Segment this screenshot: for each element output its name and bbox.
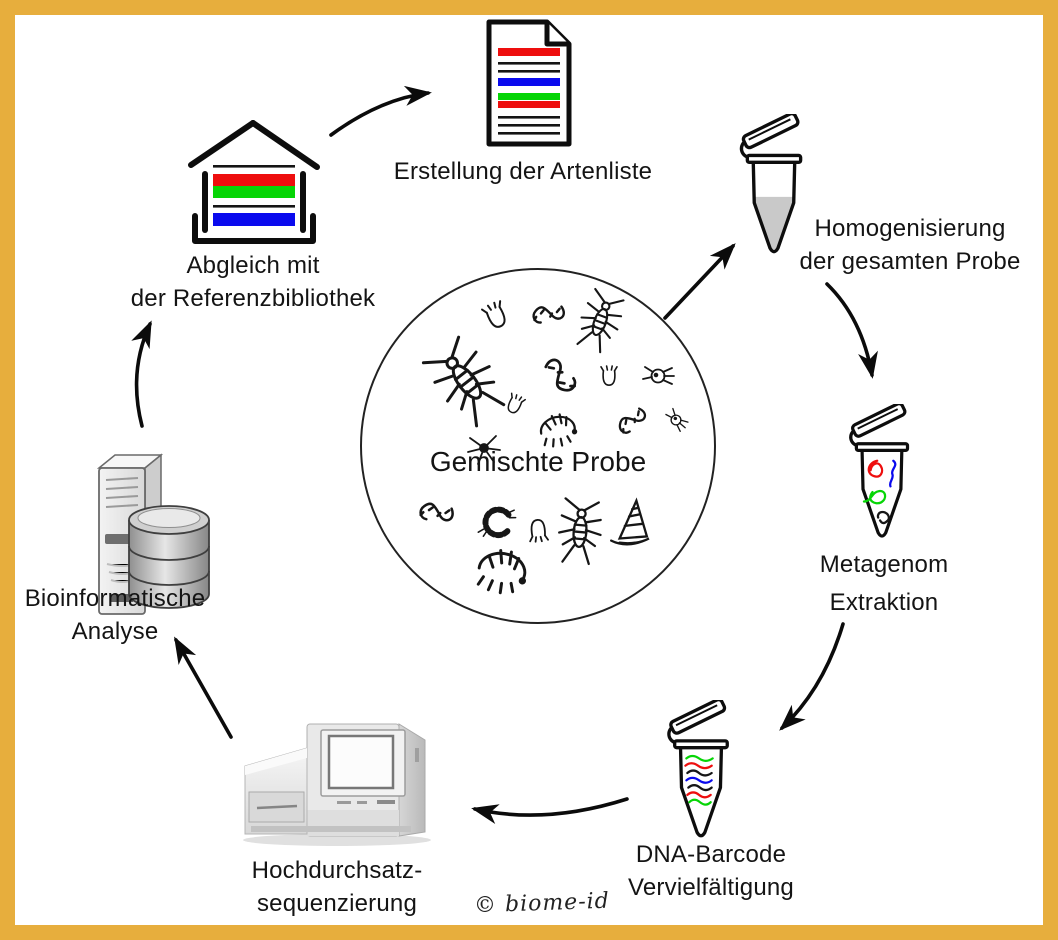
label-line: Hochdurchsatz-	[251, 857, 423, 884]
label-species-list: Erstellung der Artenliste	[392, 155, 654, 188]
dna-strand-squiggles	[862, 459, 897, 525]
label-line: Vervielfältigung	[628, 874, 794, 901]
label-line: Homogenisierung	[814, 215, 1006, 242]
dna-extract-tube-icon	[849, 404, 910, 538]
arrow-sequencing-to-bioinformatics	[174, 636, 233, 739]
label-line: der Referenzbibliothek	[130, 285, 376, 312]
arrow-homogenization-to-extraction	[825, 282, 878, 379]
label-metagenome-extraction: Metagenom Extraktion	[789, 548, 979, 619]
label-line: Extraktion	[829, 589, 939, 616]
sequencer-machine-icon	[243, 723, 431, 846]
label-line: Erstellung der Artenliste	[393, 158, 653, 185]
label-line: Analyse	[71, 618, 159, 645]
arrow-amplification-to-sequencing	[471, 797, 629, 824]
label-bioinformatic-analysis: Bioinformatische Analyse	[0, 582, 230, 648]
label-line: Abgleich mit	[186, 252, 320, 279]
sequencer-screen	[327, 734, 395, 790]
arrow-extraction-to-amplification	[779, 622, 845, 731]
document-barcode-lines	[498, 48, 560, 135]
label-line: DNA-Barcode	[635, 841, 787, 868]
label-line: der gesamten Probe	[799, 248, 1021, 275]
label-line: Bioinformatische	[24, 585, 206, 612]
organism-sketches	[418, 286, 691, 598]
reference-barcode-bars	[213, 165, 295, 226]
library-house-icon	[188, 120, 320, 244]
label-line: sequenzierung	[256, 890, 418, 917]
label-sequencing: Hochdurchsatz- sequenzierung	[214, 854, 460, 920]
arrow-library-to-species-list	[329, 85, 432, 137]
label-dna-barcode-amplification: DNA-Barcode Vervielfältigung	[590, 838, 832, 904]
sample-tube-icon	[739, 114, 803, 254]
server-database-icon	[96, 453, 210, 615]
amplified-barcode-strands	[684, 754, 714, 806]
species-list-document-icon	[486, 19, 572, 147]
database-cylinders	[128, 505, 210, 609]
label-reference-library: Abgleich mit der Referenzbibliothek	[58, 249, 448, 315]
label-line: Metagenom	[819, 551, 949, 578]
mixed-sample-label: Gemischte Probe	[429, 446, 647, 477]
barcode-amplification-tube-icon	[667, 700, 729, 838]
arrow-bioinformatics-to-library	[131, 320, 152, 428]
mixed-sample-circle: Gemischte Probe	[360, 268, 716, 624]
label-homogenization: Homogenisierung der gesamten Probe	[789, 212, 1031, 278]
watermark-biome-id: © biome-id	[473, 888, 611, 919]
